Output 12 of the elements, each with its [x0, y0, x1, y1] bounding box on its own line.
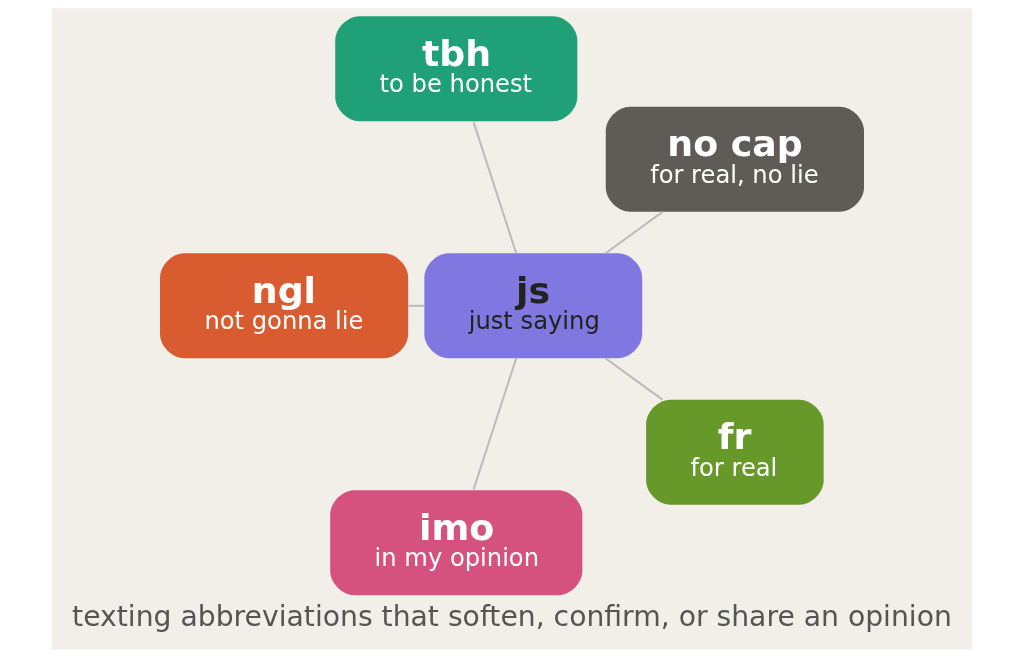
connector — [472, 358, 518, 490]
caption: texting abbreviations that soften, confirm, or share an opinion — [72, 599, 952, 633]
node-box: imo in my opinion — [330, 490, 583, 596]
connector — [408, 304, 424, 307]
node-box: no cap for real, no lie — [605, 106, 864, 212]
node-box: ngl not gonna lie — [160, 253, 409, 359]
node-box: tbh to be honest — [335, 16, 578, 122]
connector — [472, 121, 518, 254]
node-box: js just saying — [424, 253, 643, 359]
connector — [604, 357, 664, 401]
connector — [604, 211, 664, 255]
node-box: fr for real — [646, 399, 824, 505]
